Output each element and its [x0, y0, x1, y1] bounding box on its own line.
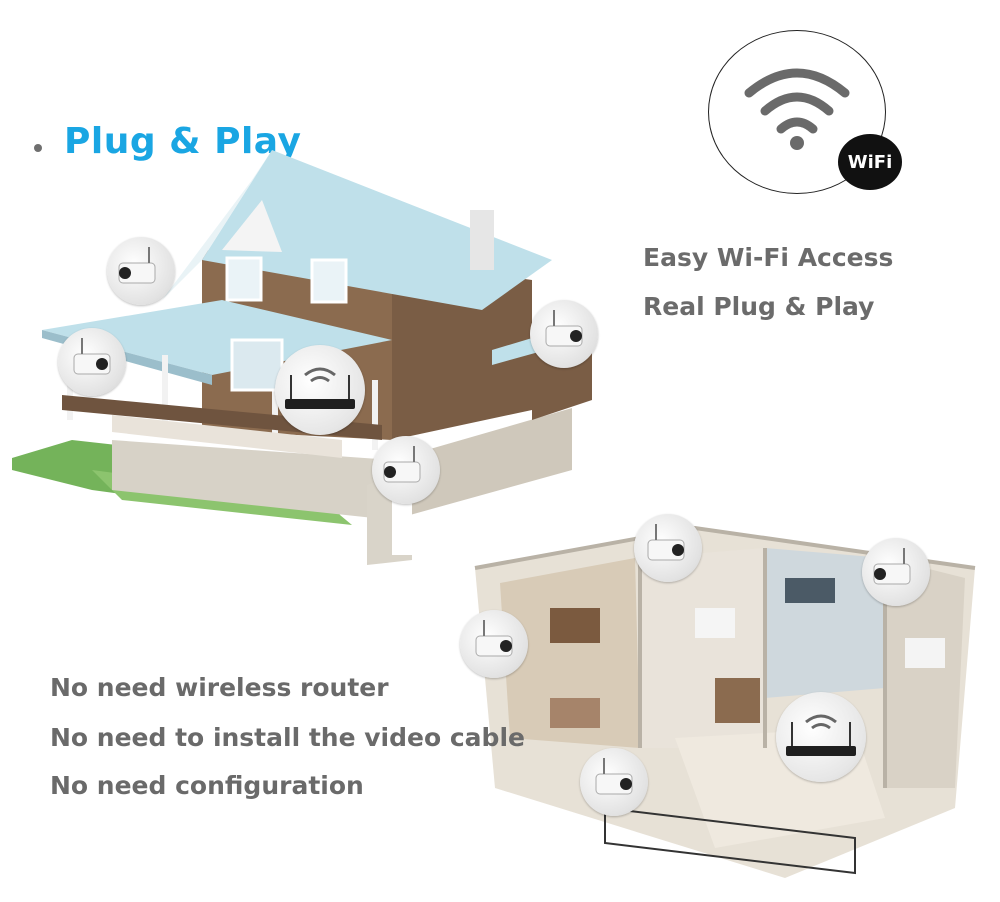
camera-icon: [372, 436, 440, 504]
note-no-configuration: No need configuration: [50, 771, 364, 800]
note-no-router: No need wireless router: [50, 673, 389, 702]
wifi-badge: WiFi: [838, 134, 902, 190]
feature-plug-play: Real Plug & Play: [643, 292, 875, 321]
house-illustration: [12, 140, 602, 574]
headline: Plug & Play: [64, 121, 302, 162]
camera-icon: [862, 538, 930, 606]
camera-icon: [58, 328, 126, 396]
camera-icon: [530, 300, 598, 368]
feature-easy-wifi: Easy Wi-Fi Access: [643, 243, 894, 272]
camera-icon: [580, 748, 648, 816]
camera-icon: [634, 514, 702, 582]
camera-icon: [107, 237, 175, 305]
note-no-video-cable: No need to install the video cable: [50, 723, 525, 752]
nvr-recorder-icon: [776, 692, 866, 782]
bullet-dot: [34, 144, 42, 152]
nvr-recorder-icon: [275, 345, 365, 435]
wifi-signal-icon: [744, 68, 850, 150]
camera-icon: [460, 610, 528, 678]
